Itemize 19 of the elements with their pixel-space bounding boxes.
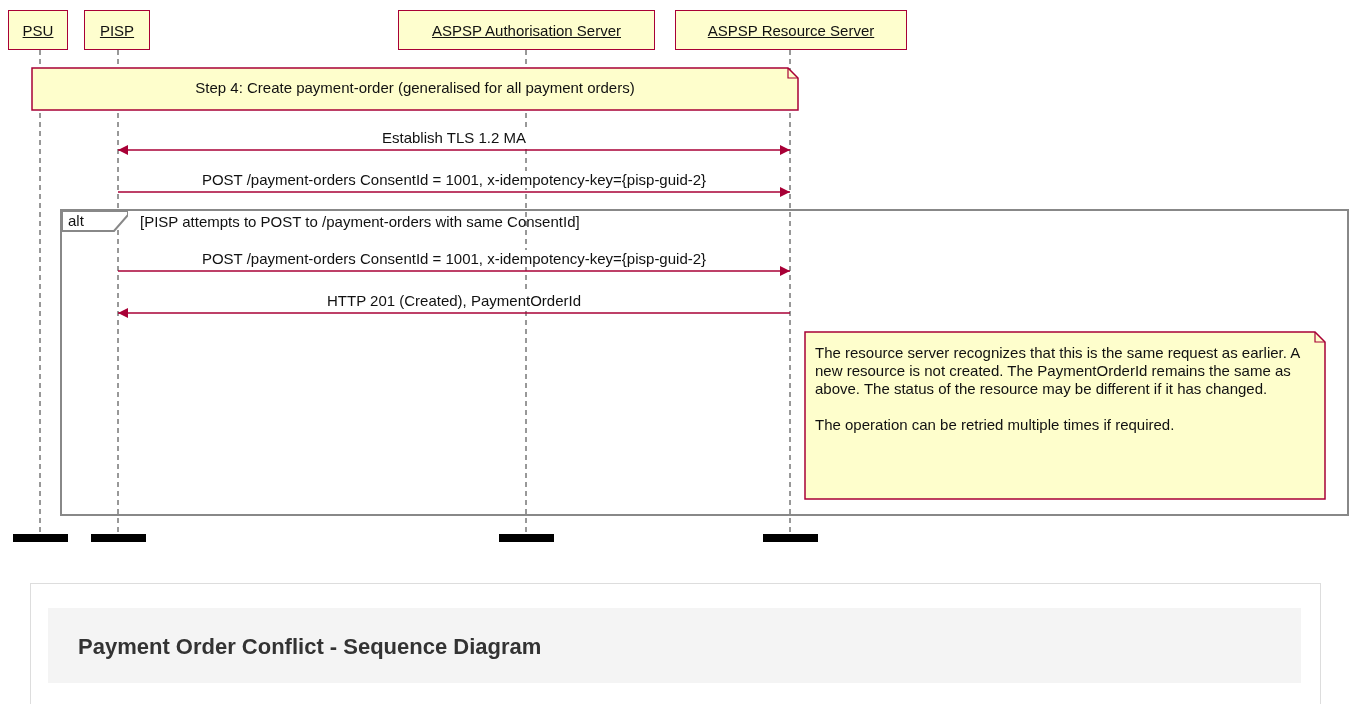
- message-arrow: [117, 187, 791, 197]
- note-text: Step 4: Create payment-order (generalised for all payment orders): [194, 79, 636, 97]
- participant-name: PSU: [22, 21, 54, 39]
- message-label: Establish TLS 1.2 MA: [380, 129, 528, 146]
- guard-condition: [PISP attempts to POST to /payment-orders with same ConsentId]: [140, 213, 580, 230]
- fragment-tab: alt: [62, 211, 128, 233]
- participant-name: PISP: [99, 21, 135, 39]
- note-text: The resource server recognizes that this is the same request as earlier. A new resource is not created. The PaymentOrderId remains the same as above. The status of the resource may be different if it has changed.: [815, 344, 1301, 398]
- message-arrow: [117, 266, 791, 276]
- participant-name: ASPSP Resource Server: [707, 21, 875, 39]
- alt-fragment-frame: [60, 209, 1349, 516]
- note: [805, 332, 1325, 499]
- message-arrow: [117, 308, 791, 318]
- participant-name: ASPSP Authorisation Server: [432, 21, 621, 39]
- note: [32, 68, 798, 110]
- message-arrow: [117, 145, 791, 155]
- caption: Payment Order Conflict - Sequence Diagram: [78, 634, 542, 660]
- message-label: HTTP 201 (Created), PaymentOrderId: [325, 292, 583, 309]
- note-text: The operation can be retried multiple times if required.: [815, 416, 1176, 434]
